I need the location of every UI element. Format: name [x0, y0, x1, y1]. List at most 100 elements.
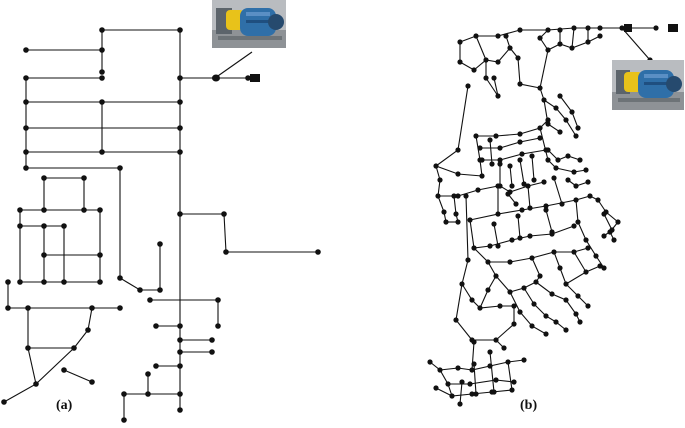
junction-node — [177, 27, 183, 33]
junction-node — [61, 367, 67, 373]
junction-node — [471, 245, 477, 251]
junction-node — [85, 327, 91, 333]
junction-node — [61, 223, 67, 229]
junction-node — [571, 25, 577, 31]
junction-node — [437, 367, 443, 373]
pipe — [453, 195, 459, 223]
junction-node — [153, 323, 159, 329]
pipe — [545, 209, 553, 233]
pipe — [20, 209, 101, 283]
junction-node — [497, 145, 503, 151]
junction-node — [177, 391, 183, 397]
pipe — [43, 177, 85, 211]
junction-node — [121, 391, 127, 397]
junction-node — [533, 279, 539, 285]
pipe — [482, 149, 547, 161]
junction-node — [17, 207, 23, 213]
junction-node — [569, 45, 575, 51]
pipe — [435, 387, 453, 397]
junction-node — [489, 161, 495, 167]
junction-node — [537, 125, 543, 131]
pipe — [509, 47, 541, 89]
junction-node — [471, 339, 477, 345]
junction-node — [495, 183, 501, 189]
junction-node — [23, 99, 29, 105]
junction-node — [611, 237, 617, 243]
junction-node — [527, 205, 533, 211]
junction-node — [587, 193, 593, 199]
junction-node — [487, 349, 493, 355]
junction-node — [469, 367, 475, 373]
junction-node — [577, 157, 583, 163]
junction-node — [585, 245, 591, 251]
junction-node — [177, 211, 183, 217]
junction-node — [153, 363, 159, 369]
junction-node — [215, 297, 221, 303]
junction-node — [559, 201, 565, 207]
junction-node — [437, 177, 443, 183]
pump-motor-photo — [212, 0, 286, 48]
pipe — [527, 185, 531, 209]
pipe — [180, 213, 318, 253]
junction-node — [549, 229, 555, 235]
pipe — [571, 27, 575, 49]
junction-node — [495, 211, 501, 217]
pipe — [495, 306, 515, 341]
junction-node — [511, 379, 517, 385]
junction-node — [537, 85, 543, 91]
pipe — [461, 195, 469, 285]
pipe — [575, 199, 605, 269]
junction-node — [549, 291, 555, 297]
junction-node — [491, 75, 497, 81]
junction-node — [585, 303, 591, 309]
junction-node — [491, 221, 497, 227]
junction-node — [41, 175, 47, 181]
pipe — [435, 85, 469, 167]
junction-node — [487, 243, 493, 249]
pipe — [473, 247, 497, 309]
pipe — [559, 95, 579, 129]
panel-a-label: (a) — [56, 398, 73, 413]
junction-node — [41, 279, 47, 285]
pipe — [447, 383, 513, 397]
junction-node — [41, 252, 47, 258]
junction-node — [177, 323, 183, 329]
junction-node — [597, 33, 603, 39]
junction-node — [525, 183, 531, 189]
junction-node — [117, 305, 123, 311]
junction-node — [545, 117, 551, 123]
junction-node — [1, 399, 7, 405]
junction-node — [449, 393, 455, 399]
junction-node — [469, 297, 475, 303]
junction-node — [515, 55, 521, 61]
pipe — [539, 49, 549, 89]
junction-node — [519, 207, 525, 213]
junction-node — [479, 173, 485, 179]
junction-node — [507, 289, 513, 295]
junction-node — [177, 125, 183, 131]
junction-node — [61, 279, 67, 285]
junction-node — [157, 241, 163, 247]
junction-node — [517, 131, 523, 137]
junction-node — [215, 323, 221, 329]
junction-node — [473, 391, 479, 397]
junction-node — [529, 323, 535, 329]
junction-node — [477, 305, 483, 311]
junction-node — [177, 349, 183, 355]
junction-node — [473, 133, 479, 139]
junction-node — [17, 223, 23, 229]
junction-node — [585, 25, 591, 31]
junction-node — [177, 99, 183, 105]
junction-node — [565, 177, 571, 183]
junction-node — [177, 363, 183, 369]
junction-node — [117, 275, 123, 281]
junction-node — [557, 41, 563, 47]
network-b — [427, 24, 684, 407]
junction-node — [471, 67, 477, 73]
junction-node — [557, 129, 563, 135]
junction-node — [537, 35, 543, 41]
junction-node — [571, 223, 577, 229]
junction-node — [521, 181, 527, 187]
junction-node — [471, 361, 477, 367]
